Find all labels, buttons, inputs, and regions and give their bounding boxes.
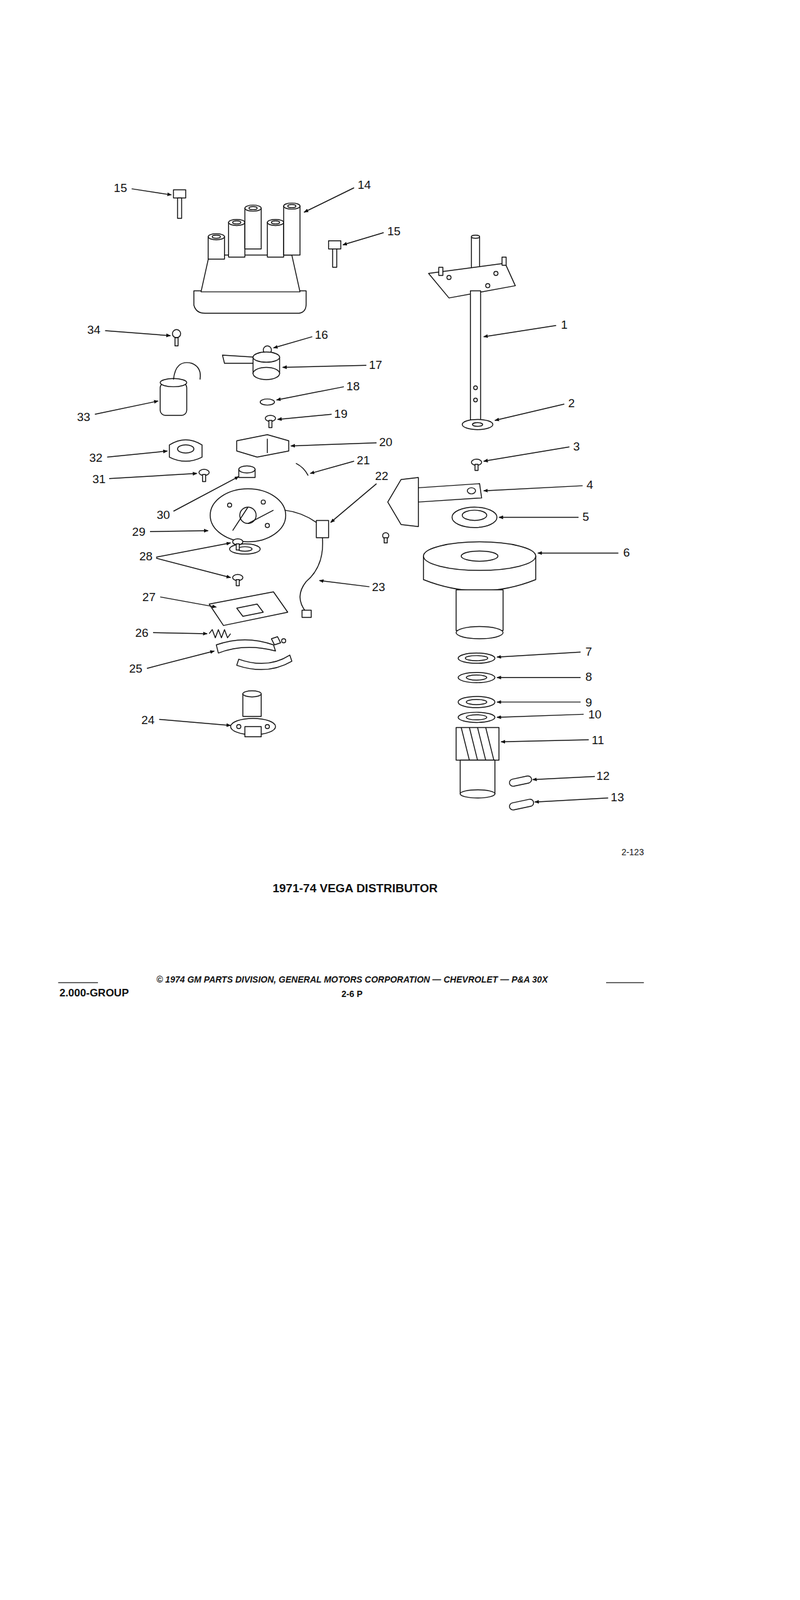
callout-number: 24 — [139, 712, 156, 726]
callout-number: 26 — [133, 626, 150, 640]
callout-number: 1 — [559, 318, 570, 332]
callout-number: 23 — [370, 580, 387, 594]
callout-number: 2 — [566, 396, 576, 410]
callout-number: 15 — [112, 181, 128, 195]
callout-number: 19 — [333, 406, 349, 420]
callout-number: 18 — [345, 378, 361, 393]
callout-number: 3 — [572, 439, 582, 453]
callout-number: 22 — [373, 468, 390, 482]
callout-number: 32 — [87, 450, 104, 464]
callout-number: 10 — [587, 707, 603, 721]
callout-number: 16 — [313, 328, 330, 342]
callout-number: 25 — [128, 661, 144, 676]
figure-title: 1971-74 VEGA DISTRIBUTOR — [271, 880, 439, 895]
callout-number: 27 — [141, 590, 157, 604]
callout-number: 13 — [609, 790, 625, 804]
callout-number: 15 — [385, 224, 402, 238]
footer-text: 2.000-GROUP — [58, 986, 131, 999]
callout-number: 17 — [367, 357, 384, 371]
callout-number: 30 — [155, 507, 172, 521]
callout-number: 11 — [590, 733, 606, 747]
callout-number: 7 — [584, 644, 594, 658]
leader-lines — [94, 187, 619, 802]
callout-number: 5 — [581, 509, 591, 523]
callout-number: 20 — [377, 435, 394, 449]
callout-number: 9 — [584, 695, 594, 709]
callout-number: 28 — [138, 549, 154, 563]
callout-number: 14 — [356, 178, 373, 192]
figure-number: 2-123 — [619, 847, 646, 858]
callout-number: 34 — [85, 323, 102, 337]
footer-text: © 1974 GM PARTS DIVISION, GENERAL MOTORS… — [154, 974, 550, 985]
footer-text: 2-6 P — [340, 988, 364, 999]
callout-number: 33 — [75, 409, 92, 423]
callout-number: 21 — [355, 453, 371, 467]
callout-number: 6 — [621, 545, 632, 559]
callout-number: 12 — [595, 768, 612, 782]
callout-number: 4 — [585, 478, 595, 492]
callout-number: 31 — [90, 471, 107, 486]
callout-number: 29 — [131, 525, 147, 539]
callout-number: 8 — [584, 670, 594, 684]
